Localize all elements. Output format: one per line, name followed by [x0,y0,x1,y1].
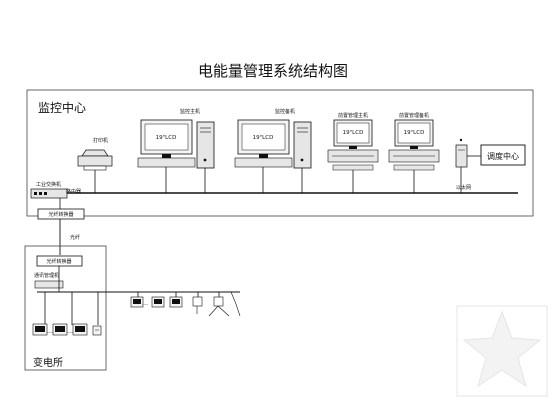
switch-port-led [34,192,37,195]
bus-label: 以太网 [456,184,471,191]
workstation-monitor [388,119,440,163]
switch-port-led [44,192,47,195]
workstation-monitor-size: 19"LCD [253,135,274,141]
workstation-monitor-size: 19"LCD [404,130,425,136]
comm-manager-box [34,280,64,289]
workstation-monitor [234,119,293,168]
workstation-keyboard [393,164,435,171]
meter-icon [72,323,88,336]
workstation-monitor-size: 19"LCD [156,135,177,141]
workstation-keyboard [332,164,374,171]
converter-bottom-box [36,255,83,267]
sensor-icon [192,296,203,314]
meter-icon [92,325,102,336]
router-label: 路由器 [66,188,81,195]
workstation-caption: 前置管理备机 [399,112,429,119]
printer-icon [77,149,113,171]
substation-label: 变电所 [33,356,63,369]
workstation-tower [293,121,312,169]
dispatch-center-label: 调度中心 [487,151,519,161]
diagram-title: 电能量管理系统结构图 [198,62,349,80]
control-center-label: 监控中心 [38,100,86,115]
field-meter-icon [169,296,183,308]
workstation-monitor [137,119,196,168]
workstation-monitor-size: 19"LCD [343,130,364,136]
field-device-link [230,291,237,305]
switch-label: 工业交换机 [36,181,61,188]
printer-label: 打印机 [93,137,108,144]
meter-dots: … [142,300,148,307]
meter-icon [52,323,68,336]
comm-manager-label: 通讯管理机 [34,272,59,279]
workstation-tower [196,121,215,169]
switch-device [30,188,68,199]
watermark-star-icon [456,305,548,397]
meter-dots: … [67,328,73,335]
dispatch-center-box [480,144,526,166]
fiber-label: 光纤 [70,234,80,241]
sensor-icon [208,296,230,317]
workstation-caption: 监控备机 [275,108,295,115]
meter-dots: … [47,328,53,335]
control-center-frame [26,89,534,217]
field-meter-icon [130,296,144,308]
switch-port-led [39,192,42,195]
converter-top-label: 光纤转换器 [48,211,73,218]
workstation-caption: 监控主机 [180,108,200,115]
substation-frame [24,245,107,371]
field-meter-icon [151,296,165,308]
converter-top-box [37,208,85,220]
field-device-link [235,303,241,317]
meter-icon [32,323,48,336]
converter-bottom-label: 光纤转换器 [46,258,71,265]
workstation-monitor [327,119,379,163]
modem-icon [455,138,468,168]
workstation-caption: 前置管理主机 [338,112,368,119]
